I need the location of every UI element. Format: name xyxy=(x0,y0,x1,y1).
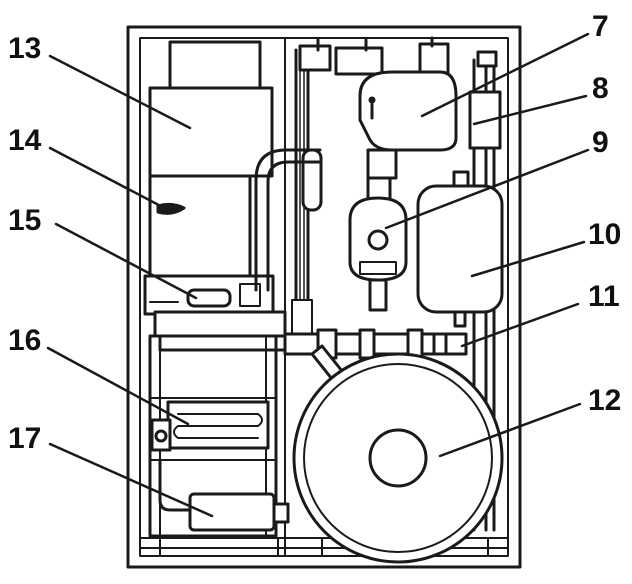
leader-line-10 xyxy=(470,240,586,278)
component-12-drum xyxy=(292,352,504,564)
vertical-tubes-center xyxy=(291,48,323,341)
label-14: 14 xyxy=(8,124,42,157)
leader-lines xyxy=(46,32,590,518)
component-14-housing xyxy=(148,174,252,278)
label-9: 9 xyxy=(592,126,609,159)
label-7: 7 xyxy=(592,10,609,43)
leader-line-11 xyxy=(460,302,580,348)
component-16-coil xyxy=(150,400,270,452)
label-12: 12 xyxy=(588,384,621,417)
component-9-pump xyxy=(348,176,408,312)
leader-line-8 xyxy=(472,94,588,126)
component-13-tank xyxy=(148,40,274,178)
leader-line-7 xyxy=(420,32,590,118)
leader-line-14 xyxy=(48,146,174,214)
leader-line-13 xyxy=(48,54,192,130)
label-11: 11 xyxy=(588,280,620,313)
label-13: 13 xyxy=(8,32,41,65)
label-16: 16 xyxy=(8,324,41,357)
leader-line-9 xyxy=(384,148,590,230)
component-17-motor xyxy=(158,458,290,532)
component-10-vessel xyxy=(416,170,504,328)
label-15: 15 xyxy=(8,204,41,237)
component-7-valve xyxy=(358,70,458,180)
leader-line-15 xyxy=(54,222,198,300)
leader-line-17 xyxy=(48,442,214,518)
top-manifold xyxy=(298,36,450,76)
leader-line-16 xyxy=(46,346,190,426)
label-17: 17 xyxy=(8,422,41,455)
curved-pipe xyxy=(254,148,322,292)
label-10: 10 xyxy=(588,218,621,251)
horizontal-pipe xyxy=(153,310,468,360)
label-8: 8 xyxy=(592,72,609,105)
leader-line-12 xyxy=(438,402,582,458)
callout-labels: 13 14 15 16 17 7 8 9 10 11 12 xyxy=(8,10,621,455)
